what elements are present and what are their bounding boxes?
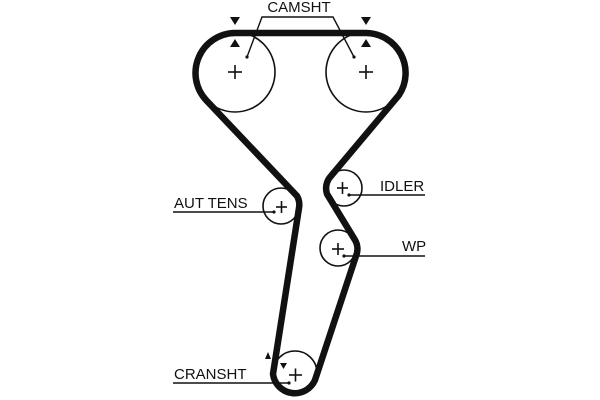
timing-mark-up-icon xyxy=(230,39,240,47)
water-pump-label: WP xyxy=(402,238,426,255)
timing-mark-up-icon xyxy=(361,39,371,47)
idler-label: IDLER xyxy=(380,178,424,195)
camshaft-leader xyxy=(245,16,356,59)
tensioner-label: AUT TENS xyxy=(174,195,248,212)
idler-leader xyxy=(347,193,425,197)
timing-mark-down-icon xyxy=(280,363,287,369)
water-pump-leader xyxy=(342,254,425,258)
timing-mark-down-icon xyxy=(361,17,371,25)
tensioner-leader xyxy=(173,210,276,214)
timing-belt xyxy=(192,29,409,397)
crankshaft-label: CRANSHT xyxy=(174,366,247,383)
camshaft-label: CAMSHT xyxy=(267,0,330,16)
timing-mark-up-icon xyxy=(265,352,271,359)
crankshaft-leader xyxy=(173,381,291,385)
timing-mark-down-icon xyxy=(230,17,240,25)
